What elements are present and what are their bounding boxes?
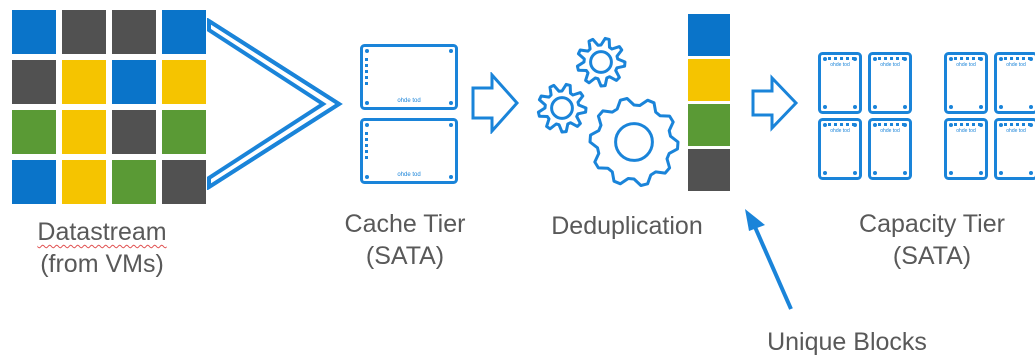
unique-block: [688, 14, 730, 56]
datastream-label: Datastream (from VMs): [12, 216, 192, 280]
unique-block: [688, 59, 730, 101]
datastream-block: [112, 160, 156, 204]
cache-tier-label-line1: Cache Tier: [344, 210, 466, 238]
unique-block: [688, 104, 730, 146]
cache-drive-icon: ohde tod: [360, 118, 458, 184]
svg-text:ohde tod: ohde tod: [830, 128, 850, 134]
unique-blocks-label: Unique Blocks: [742, 326, 952, 358]
datastream-block: [12, 10, 56, 54]
unique-block: [688, 149, 730, 191]
capacity-drive-icon: ohde tod: [818, 118, 862, 180]
pointer-arrow-icon: [745, 209, 793, 310]
gear-icon: [536, 82, 588, 134]
svg-text:ohde tod: ohde tod: [880, 128, 900, 134]
datastream-block: [12, 160, 56, 204]
datastream-block: [62, 160, 106, 204]
datastream-block: [112, 110, 156, 154]
deduplication-label-text: Deduplication: [551, 212, 703, 240]
cache-tier-label: Cache Tier (SATA): [330, 208, 480, 272]
capacity-drive-icon: ohde tod: [868, 52, 912, 114]
capacity-tier-label-line2: (SATA): [892, 242, 972, 270]
svg-text:ohde tod: ohde tod: [1006, 62, 1026, 68]
datastream-block: [162, 60, 206, 104]
capacity-drive-icon: ohde tod: [994, 52, 1035, 114]
svg-text:ohde tod: ohde tod: [956, 128, 976, 134]
datastream-block: [162, 110, 206, 154]
hollow-arrow-1-icon: [471, 72, 520, 134]
datastream-block: [112, 10, 156, 54]
datastream-block: [162, 160, 206, 204]
datastream-block: [12, 110, 56, 154]
datastream-block: [162, 10, 206, 54]
capacity-tier-label-line1: Capacity Tier: [859, 210, 1005, 238]
gear-icon: [575, 36, 627, 88]
capacity-drive-icon: ohde tod: [818, 52, 862, 114]
datastream-label-line2: (from VMs): [40, 250, 164, 278]
capacity-drive-icon: ohde tod: [944, 118, 988, 180]
capacity-tier-label: Capacity Tier (SATA): [832, 208, 1032, 272]
datastream-block: [62, 60, 106, 104]
svg-text:ohde tod: ohde tod: [397, 172, 420, 178]
svg-text:ohde tod: ohde tod: [1006, 128, 1026, 134]
svg-text:ohde tod: ohde tod: [880, 62, 900, 68]
datastream-block: [62, 110, 106, 154]
unique-blocks-label-text: Unique Blocks: [767, 328, 927, 356]
chevron-arrow-icon: [207, 18, 343, 190]
datastream-label-line1: Datastream: [37, 218, 167, 246]
deduplication-label: Deduplication: [536, 210, 718, 242]
svg-text:ohde tod: ohde tod: [397, 98, 420, 104]
hollow-arrow-2-icon: [751, 74, 799, 132]
capacity-drive-icon: ohde tod: [868, 118, 912, 180]
cache-drive-icon: ohde tod: [360, 44, 458, 110]
datastream-block: [112, 60, 156, 104]
datastream-block: [12, 60, 56, 104]
svg-text:ohde tod: ohde tod: [830, 62, 850, 68]
svg-text:ohde tod: ohde tod: [956, 62, 976, 68]
capacity-drive-icon: ohde tod: [994, 118, 1035, 180]
capacity-drive-icon: ohde tod: [944, 52, 988, 114]
datastream-block: [62, 10, 106, 54]
cache-tier-label-line2: (SATA): [365, 242, 445, 270]
gear-icon: [588, 97, 680, 187]
